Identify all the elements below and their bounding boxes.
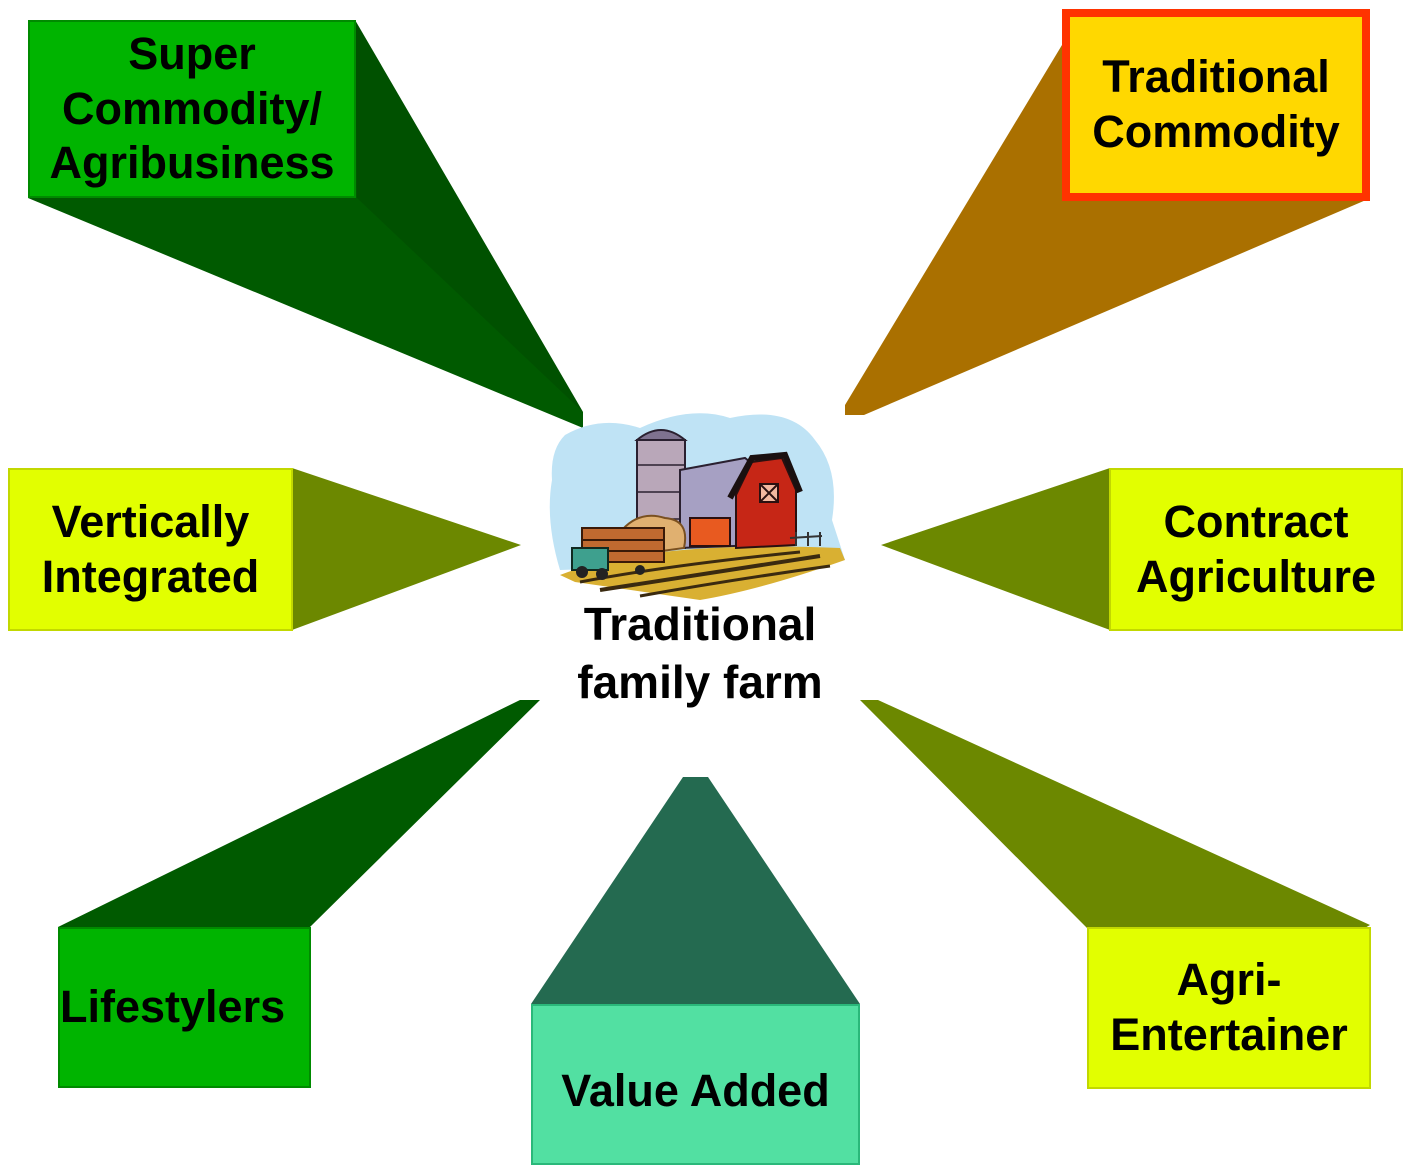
- box-lifestylers: Lifestylers: [58, 927, 311, 1088]
- farm-barn-silo-icon: [549, 413, 845, 600]
- box-agri-entertainer: Agri- Entertainer: [1087, 927, 1371, 1089]
- beam-vertically-integrated: [292, 468, 521, 630]
- beam-super-commodity: [28, 20, 583, 428]
- beam-super-commodity-edge: [355, 20, 583, 412]
- box-traditional-commodity: Traditional Commodity: [1062, 9, 1370, 201]
- box-vertically-integrated: Vertically Integrated: [8, 468, 293, 631]
- box-super-commodity: Super Commodity/ Agribusiness: [28, 20, 356, 198]
- beam-value-added: [531, 777, 860, 1004]
- center-label: Traditional family farm: [577, 598, 823, 708]
- box-value-added: Value Added: [531, 1004, 860, 1165]
- beam-contract-agriculture: [881, 468, 1110, 630]
- box-contract-agriculture: Contract Agriculture: [1109, 468, 1403, 631]
